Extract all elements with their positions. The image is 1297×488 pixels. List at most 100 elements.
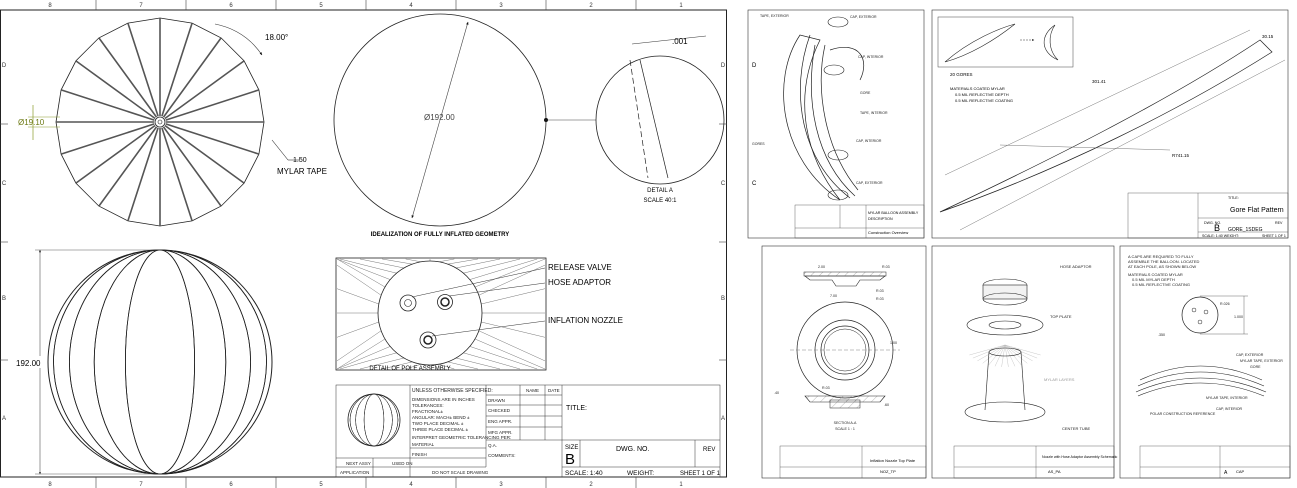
zone-bottom-7: 7: [139, 482, 143, 488]
co-label-cap-int: CAP, INTERIOR: [858, 55, 884, 59]
ha-title: Nozzle with Hose Adaptor Assembly Schema…: [1042, 455, 1118, 459]
gore-count-note: 20 GORES: [950, 72, 973, 77]
gore-title: Gore Flat Pattern: [1230, 207, 1284, 214]
mylar-layer-line: [969, 344, 1006, 356]
tb-finish: FINISH: [412, 452, 427, 457]
cap-note-5: 0.5 MIL MYLAR DEPTH: [1132, 277, 1175, 282]
zone-left-b: B: [2, 296, 6, 302]
gore-dim-chord: R741.15: [1172, 153, 1190, 158]
pole-gore-seam: [463, 352, 521, 370]
pole-gore-seam: [469, 346, 538, 370]
gore-seam: [165, 89, 260, 121]
mylar-layer-line: [1004, 344, 1041, 356]
pole-gore-seam: [336, 258, 386, 288]
sheet-construction-overview: D C TAPE, EXTERIOR CAP, EXTERIOR CAP, IN…: [747, 9, 925, 239]
meridian-line: [93, 249, 227, 475]
np-dim-5: 7.00: [830, 294, 837, 298]
gore-seam: [161, 127, 193, 222]
np-dim-2: R.03: [882, 265, 890, 269]
gore-seam: [164, 124, 245, 184]
pole-gore-seam: [455, 357, 501, 370]
tb-spec-6: THREE PLACE DECIMAL ±: [412, 427, 469, 432]
detail-thickness: .001: [672, 37, 688, 46]
tb-rev: REV: [703, 447, 715, 453]
gore-seam: [60, 89, 155, 121]
pole-gore-seam: [336, 288, 379, 305]
pole-gore-seam: [474, 258, 546, 288]
mylar-layer-line: [982, 344, 1006, 364]
co-label-cap-ext: CAP, EXTERIOR: [850, 15, 877, 19]
angle-dimension: 18.00°: [265, 33, 288, 42]
zone-top-3: 3: [499, 3, 503, 9]
tb-next-assy: NEXT ASSY: [346, 461, 371, 466]
zone-bottom-1: 1: [679, 482, 683, 488]
ha-label-center-tube: CENTER TUBE: [1062, 426, 1090, 431]
tb-eng-appr: ENG APPR.: [488, 419, 512, 424]
pole-gore-seam: [474, 338, 546, 370]
sheet-cap: A CAPS ARE REQUIRED TO FULLY ASSEMBLE TH…: [1119, 245, 1291, 479]
tb-date: DATE: [548, 388, 560, 393]
hub-diameter: Ø19.10: [18, 118, 45, 127]
np-dwg: NOZ_TP: [880, 469, 896, 474]
cap-note-1: A CAPS ARE REQUIRED TO FULLY: [1128, 254, 1194, 259]
cap-label-gore: GORE: [1250, 365, 1261, 369]
meridian-line: [93, 249, 227, 475]
gore-seam: [60, 123, 155, 155]
pole-gore-seam: [336, 258, 391, 280]
gore-seam: [98, 126, 158, 207]
cap-size: A: [1224, 470, 1228, 476]
pole-gore-seam: [336, 330, 382, 362]
co-label-cap-ext-2: CAP, EXTERIOR: [856, 181, 883, 185]
pole-gore-seam: [478, 264, 546, 296]
pole-gore-seam: [438, 363, 455, 370]
zone-bottom-6: 6: [229, 482, 233, 488]
gore-pattern-shape: [939, 39, 1273, 213]
tb-checked: CHECKED: [488, 408, 511, 413]
gore-scale: SCALE: 1:40 WEIGHT:: [1202, 234, 1239, 238]
pole-gore-seam: [336, 346, 391, 370]
zone-top-8: 8: [48, 3, 52, 9]
title-block: [335, 384, 721, 478]
tb-application: APPLICATION: [340, 470, 369, 475]
pole-gore-seam: [447, 361, 478, 370]
tb-material: MATERIAL: [412, 442, 435, 447]
gore-seam: [98, 37, 158, 118]
zone-top-2: 2: [589, 3, 593, 9]
zone-top-4: 4: [409, 3, 413, 9]
tb-weight: WEIGHT:: [627, 470, 654, 477]
cap-dim-2: 1.000: [1234, 315, 1243, 319]
title-block-thumbnail: [347, 393, 401, 447]
zone-left-a: A: [2, 416, 6, 422]
mylar-layer-line: [1004, 344, 1028, 364]
release-valve-label: RELEASE VALVE: [548, 263, 612, 272]
gore-note-3: 0.5 MIL REFLECTIVE COATING: [955, 98, 1013, 103]
co-label-gore: GORE: [860, 91, 871, 95]
co-footer-title: Construction Overview: [868, 230, 908, 235]
cap-dwg: CAP: [1236, 469, 1245, 474]
inflated-caption: IDEALIZATION OF FULLY INFLATED GEOMETRY: [371, 232, 510, 238]
zone-left-c: C: [2, 181, 7, 187]
co-block-desc: DESCRIPTION: [868, 217, 893, 221]
pole-gore-seam: [339, 352, 397, 370]
co-zone-c: C: [752, 181, 757, 187]
co-block-title: MYLAR BALLOON ASSEMBLY: [868, 211, 919, 215]
co-zone-d: D: [752, 63, 757, 69]
gore-size: B: [1214, 223, 1220, 233]
pole-gore-seam: [336, 321, 379, 338]
pole-gore-seam: [336, 338, 386, 370]
tb-title-label: TITLE:: [566, 405, 587, 412]
zone-bottom-4: 4: [409, 482, 413, 488]
gore-dwg-no: GORE_1SDEG: [1228, 227, 1263, 233]
tb-name: NAME: [526, 388, 539, 393]
hose-adaptor-label: HOSE ADAPTOR: [548, 278, 611, 287]
tb-spec-1: DIMENSIONS ARE IN INCHES: [412, 397, 475, 402]
gore-dwg-label: DWG. NO.: [1204, 221, 1221, 225]
gore-note-2: 0.5 MIL REFLECTIVE DEPTH: [955, 92, 1009, 97]
pole-gore-seam: [481, 321, 546, 338]
pole-gore-seam: [478, 330, 546, 362]
gore-seam: [127, 22, 159, 117]
meridian-line: [53, 249, 267, 475]
pole-assembly-detail: [335, 257, 547, 371]
tb-mfg-appr: MFG APPR.: [488, 430, 513, 435]
pole-gore-seam: [438, 258, 455, 263]
